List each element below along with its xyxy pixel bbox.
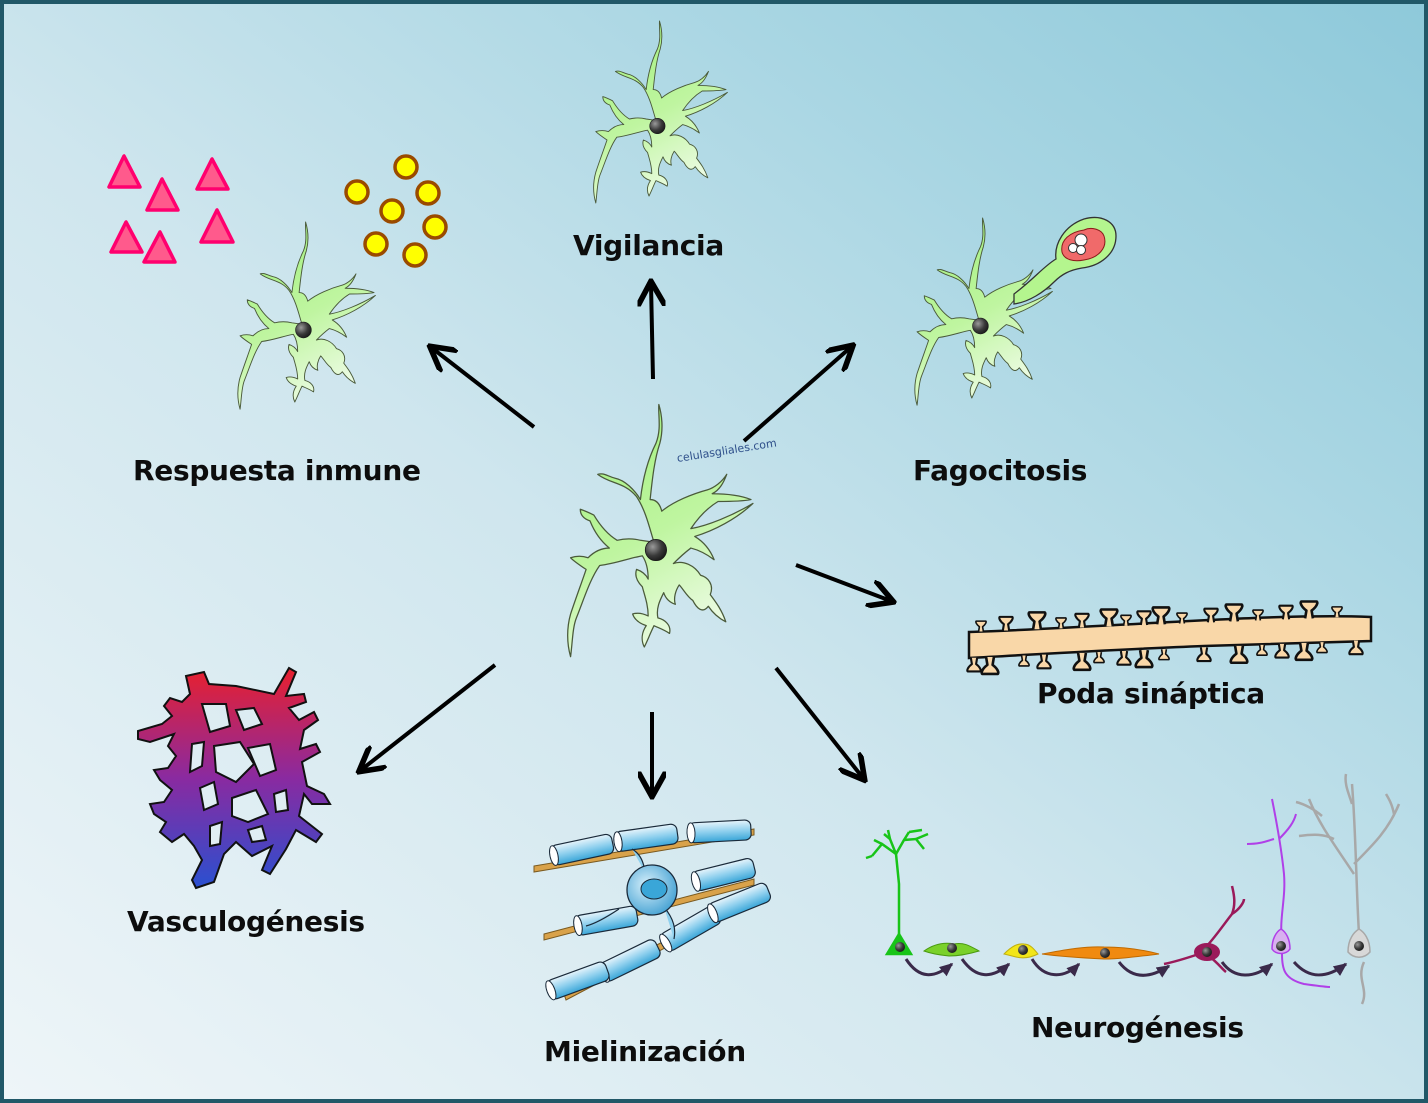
dendritic-spine: [1274, 642, 1290, 659]
label-mielinizacion: Mielinización: [544, 1035, 746, 1068]
label-poda-sinaptica: Poda sináptica: [1037, 677, 1265, 710]
neuro-stage-1: [865, 828, 929, 956]
arrows: [361, 284, 891, 794]
label-neurogenesis: Neurogénesis: [1031, 1011, 1244, 1044]
fagocitosis-illustration: [914, 216, 1117, 406]
arrow-poda-sinaptica: [795, 563, 891, 601]
label-vigilancia: Vigilancia: [573, 229, 724, 262]
dendritic-spine: [980, 655, 1000, 676]
arrow-vigilancia: [651, 284, 653, 380]
dendritic-spine: [1256, 644, 1268, 657]
vigilancia-microglia-illustration: [593, 20, 728, 204]
diagram-svg: [107, 20, 1401, 1005]
dendritic-spine: [1036, 653, 1052, 670]
cytokine-triangles: [107, 154, 235, 264]
dendritic-spine: [975, 620, 987, 633]
dendritic-spine: [1018, 654, 1030, 667]
dendritic-spine: [1158, 648, 1170, 661]
label-respuesta-inmune: Respuesta inmune: [133, 454, 421, 487]
dendritic-spine: [1093, 651, 1105, 664]
label-vasculogenesis: Vasculogénesis: [127, 905, 365, 938]
dendritic-spine: [1072, 651, 1092, 672]
central-microglia-illustration: [567, 403, 754, 658]
dendritic-spine: [1116, 649, 1132, 666]
arrow-neurogenesis: [774, 666, 863, 778]
respuesta-inmune-illustration: [107, 154, 448, 410]
dendritic-spine: [1294, 641, 1314, 662]
arrow-respuesta-inmune: [432, 348, 536, 429]
dendritic-spine: [1229, 644, 1249, 665]
neurogenesis-illustration: [865, 773, 1401, 1005]
label-fagocitosis: Fagocitosis: [913, 454, 1088, 487]
chemokine-circles: [344, 154, 448, 268]
dendritic-spine: [1196, 646, 1212, 663]
arrow-vasculogenesis: [361, 663, 497, 770]
dendritic-spine: [1027, 611, 1047, 631]
vasculogenesis-illustration: [137, 666, 332, 890]
dendritic-spine: [1134, 648, 1154, 669]
dendritic-spine: [966, 656, 982, 673]
dendritic-spine: [998, 615, 1014, 632]
mielinizacion-illustration: [533, 819, 773, 1002]
arrow-fagocitosis: [742, 347, 851, 443]
poda-sinaptica-illustration: [966, 600, 1373, 676]
